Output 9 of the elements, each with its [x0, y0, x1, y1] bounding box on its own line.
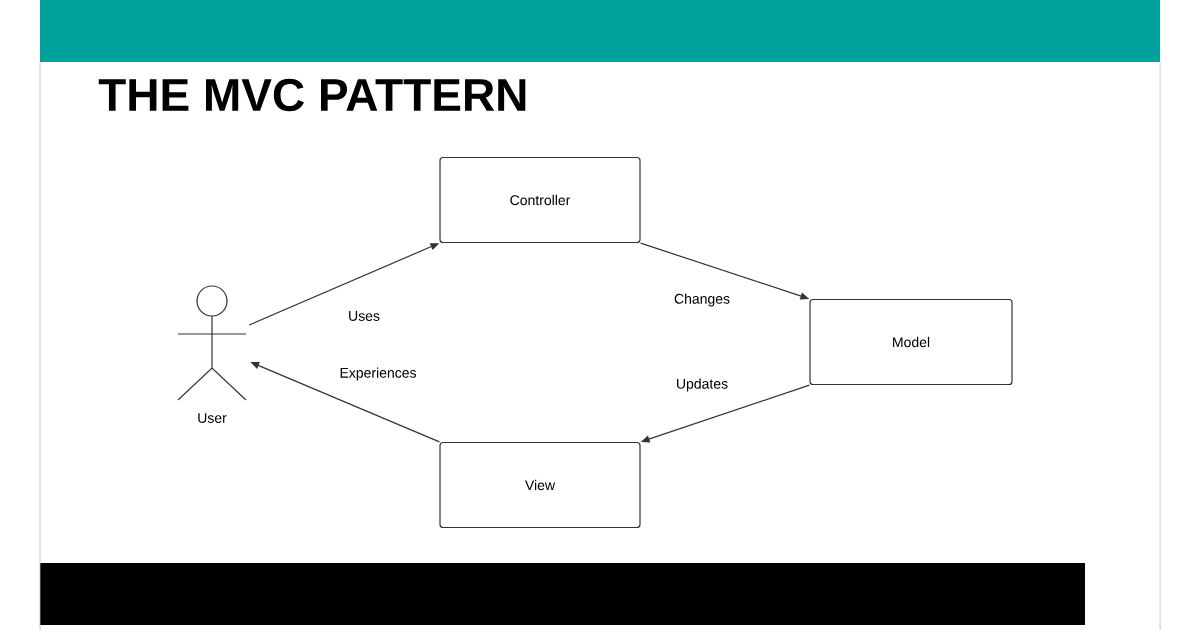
- edge-label: Updates: [674, 377, 730, 393]
- actor-label: User: [198, 413, 227, 423]
- title: THE MVC PATTERN: [98, 78, 526, 112]
- edge-label: Changes: [673, 292, 732, 308]
- edge-label: Uses: [347, 310, 381, 322]
- process-box: Model: [809, 298, 1013, 386]
- edge-label: Experiences: [338, 366, 418, 382]
- process-box: View: [439, 441, 641, 529]
- process-box: Controller: [439, 156, 641, 244]
